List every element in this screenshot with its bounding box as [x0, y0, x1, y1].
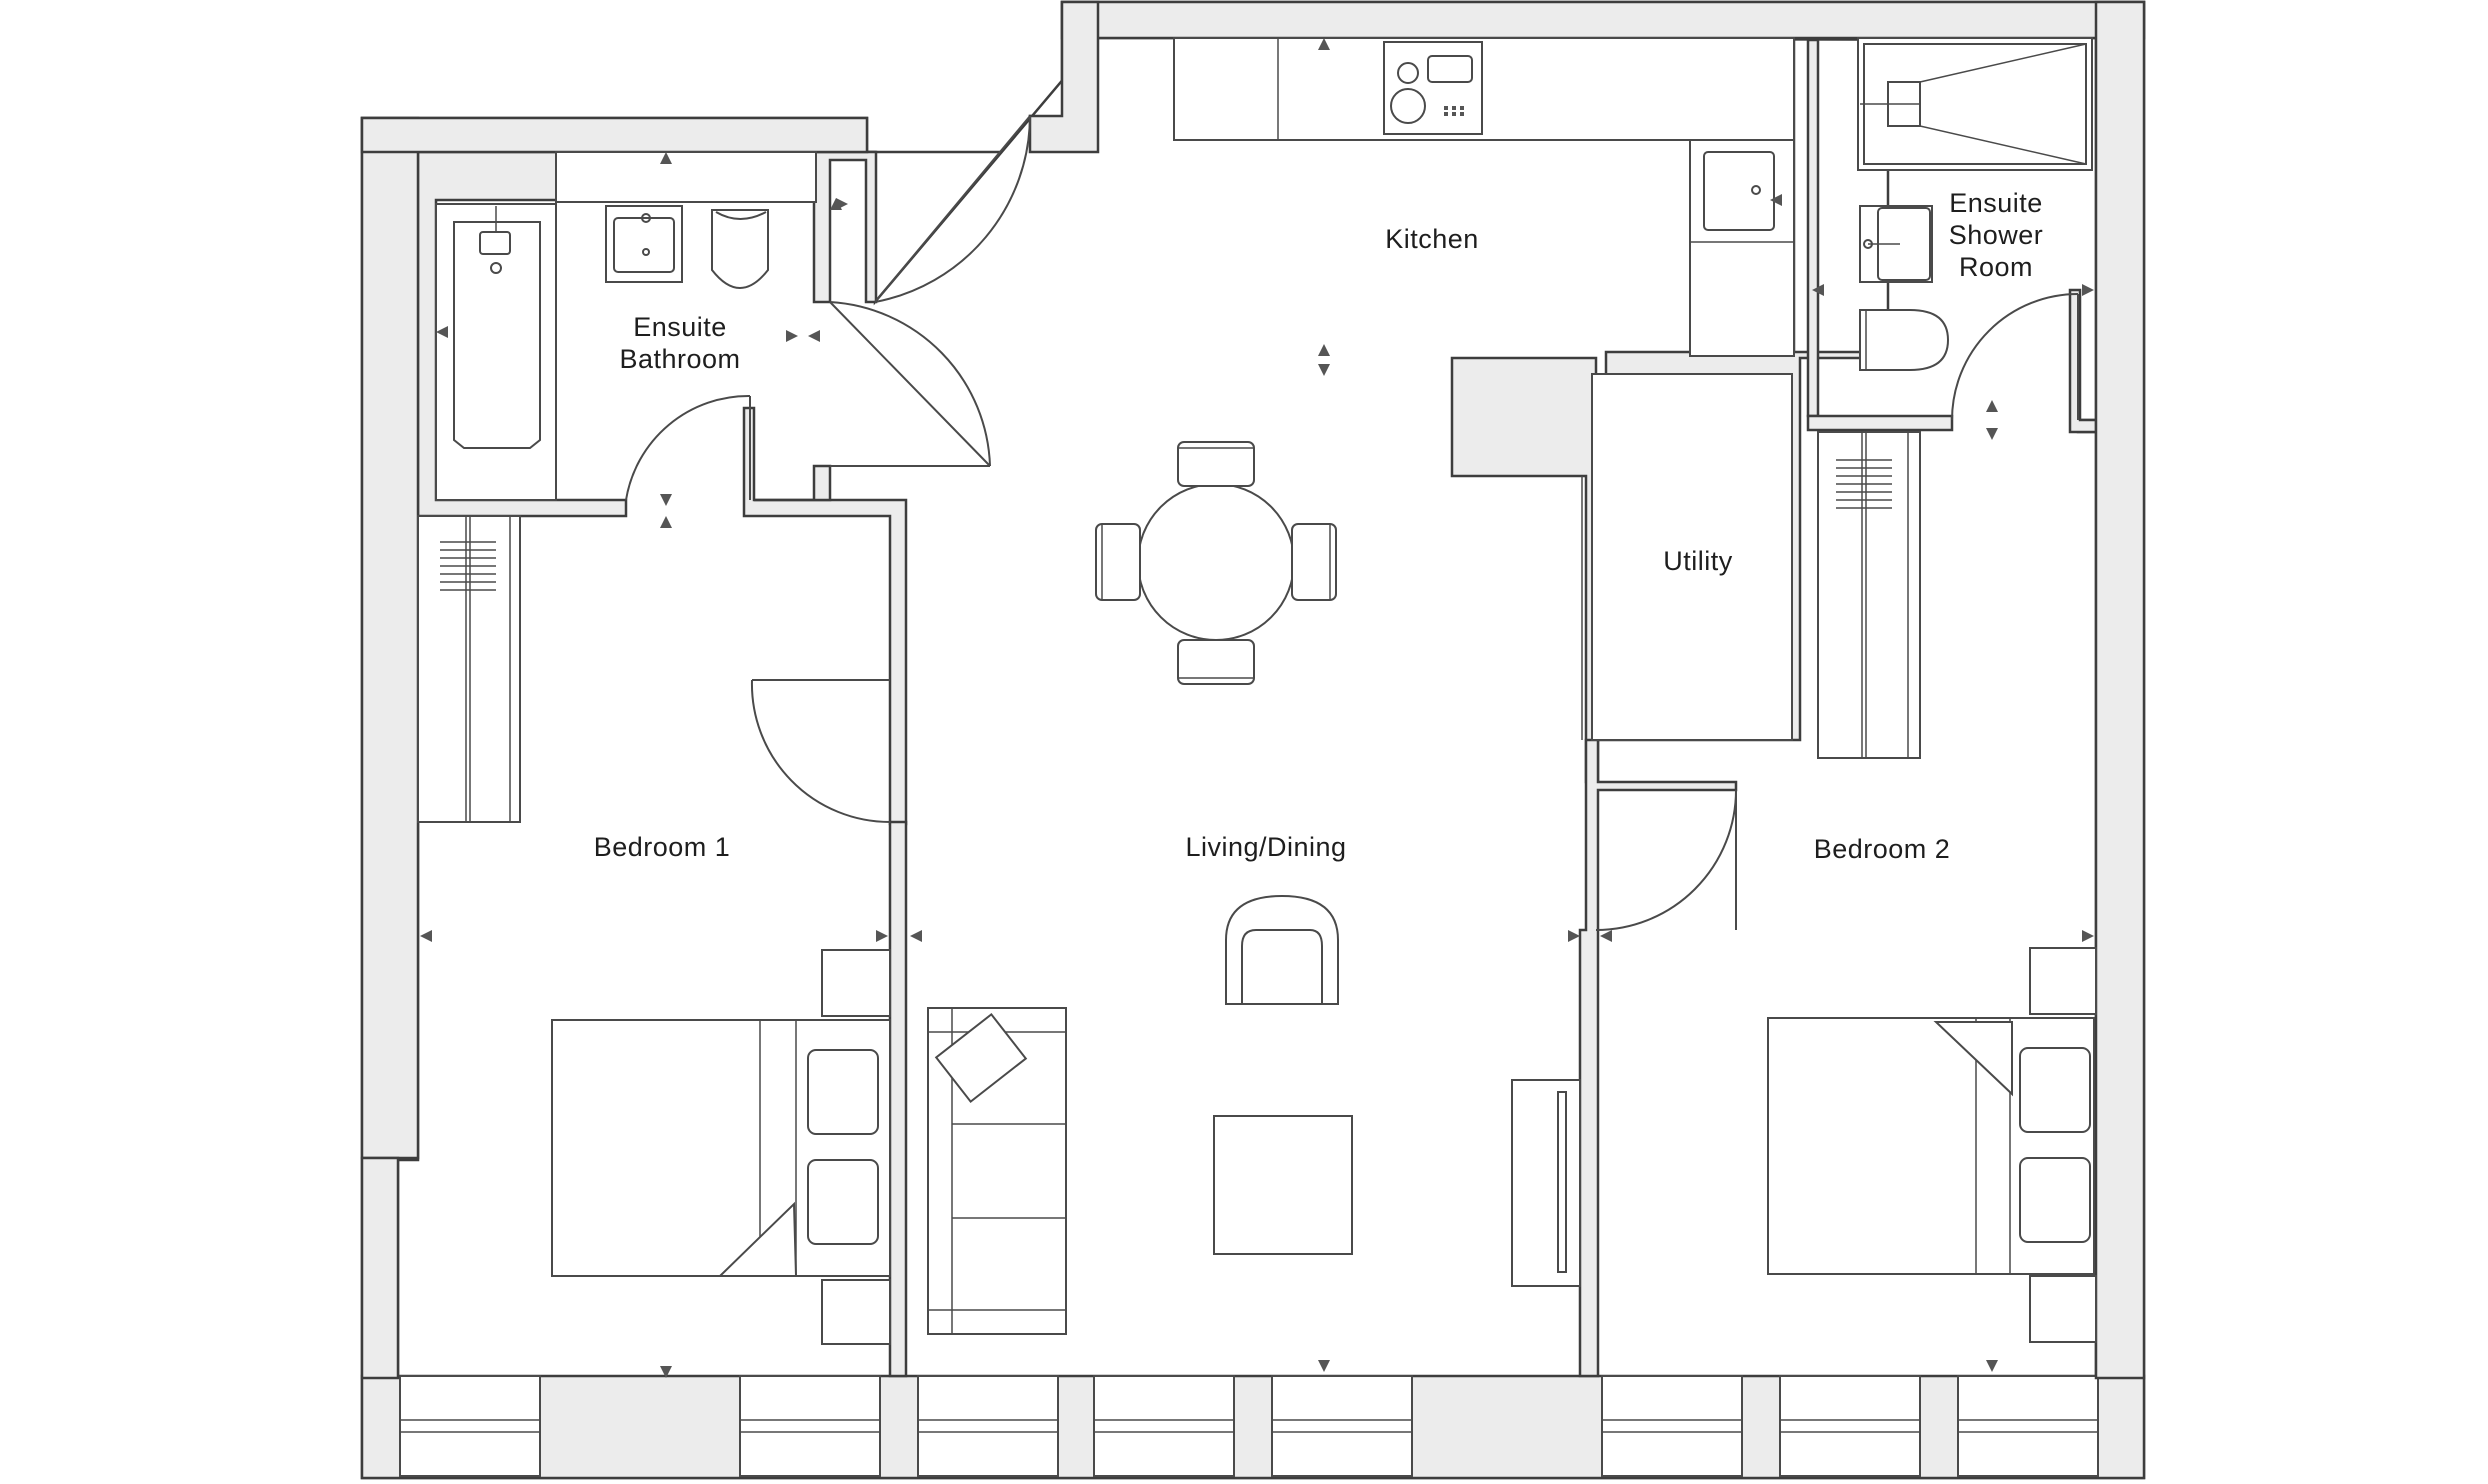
bed-1: [551, 1019, 891, 1277]
wall-bathroom-stub: [754, 464, 832, 502]
window: [1601, 1375, 1743, 1477]
utility-room: [1591, 373, 1793, 741]
window: [1271, 1375, 1413, 1477]
dining-table: [1095, 441, 1337, 685]
window: [1957, 1375, 2099, 1477]
window: [399, 1375, 541, 1477]
bath-counter: [555, 151, 817, 203]
wall-right: [2094, 0, 2146, 1380]
label-living-dining: Living/Dining: [1185, 832, 1346, 862]
bedside-table: [2029, 947, 2097, 1015]
wall-bathroom-right: [812, 150, 878, 304]
window: [917, 1375, 1059, 1477]
coffee-table: [1213, 1115, 1353, 1255]
wall-utility-bed2: [1578, 738, 1738, 1378]
hob: [1383, 41, 1483, 135]
markers: [420, 38, 2094, 1378]
wall-left: [360, 116, 420, 1160]
label-ensuite-bathroom-2: Bathroom: [619, 344, 740, 374]
toilet: [711, 209, 769, 289]
wall-shower: [1806, 38, 1820, 418]
label-ensuite-shower-2: Shower: [1949, 220, 2044, 250]
wall-top-left: [360, 116, 869, 154]
wall-top-notch: [1028, 0, 1100, 154]
wall-bed1-living: [888, 820, 908, 1378]
wardrobe-bed2: [1817, 431, 1921, 759]
wall-shower-bottom: [1806, 414, 1954, 432]
bed-2: [1767, 1017, 2095, 1275]
bedside-table: [821, 1279, 891, 1345]
wall-left-lower: [360, 1156, 400, 1380]
window: [739, 1375, 881, 1477]
shower-tray: [1857, 37, 2093, 171]
label-ensuite-shower-1: Ensuite: [1949, 188, 2043, 218]
label-ensuite-bathroom-1: Ensuite: [633, 312, 727, 342]
bedside-table: [821, 949, 891, 1017]
label-bedroom-1: Bedroom 1: [594, 832, 731, 862]
window: [1779, 1375, 1921, 1477]
label-utility: Utility: [1663, 546, 1733, 576]
wall-top: [1060, 0, 2146, 40]
label-bedroom-2: Bedroom 2: [1814, 834, 1951, 864]
sofa: [927, 1007, 1067, 1335]
armchair: [1225, 894, 1339, 1005]
shower-toilet: [1859, 309, 1950, 371]
door-swings: [625, 115, 2079, 931]
wardrobe-bed1: [417, 515, 521, 823]
label-ensuite-shower-3: Room: [1959, 252, 2033, 282]
kitchen-sink: [1703, 151, 1775, 231]
window: [1093, 1375, 1235, 1477]
bathtub: [435, 203, 557, 501]
tv-unit: [1511, 1079, 1581, 1287]
label-kitchen: Kitchen: [1385, 224, 1479, 254]
bedside-table: [2029, 1275, 2097, 1343]
kitchen-counter-top: [1173, 37, 1795, 141]
